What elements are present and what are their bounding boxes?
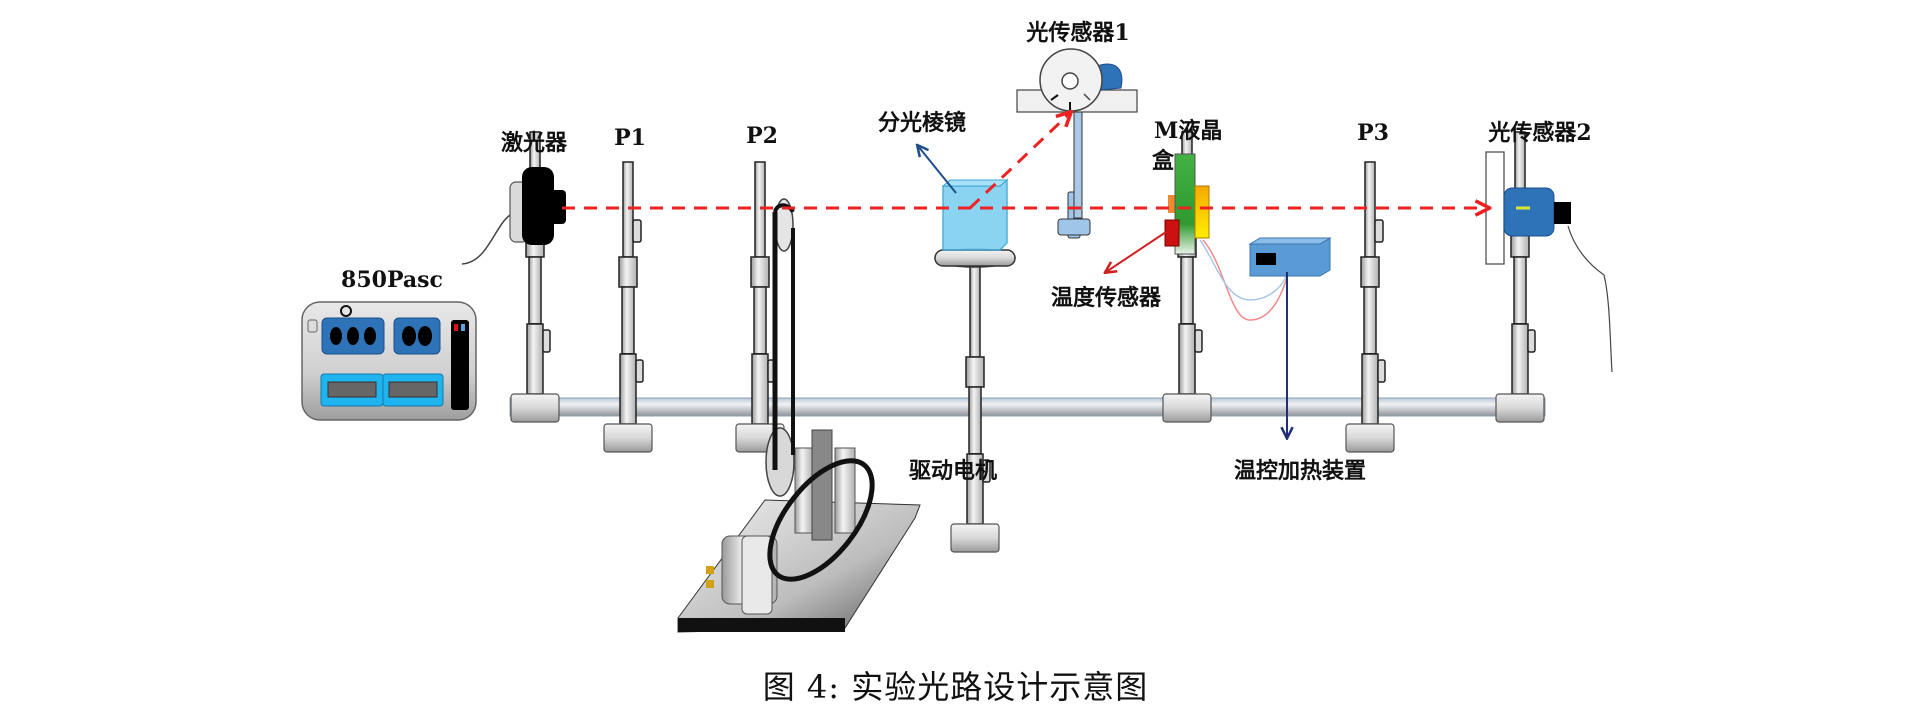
polarizer-p3 bbox=[1345, 161, 1395, 453]
beam-splitter-prism bbox=[934, 178, 1016, 553]
temp-sensor-label: 温度传感器 bbox=[1051, 285, 1162, 311]
drive-motor bbox=[677, 203, 921, 633]
prism-pointer-arrow bbox=[918, 146, 957, 194]
p3-label: P3 bbox=[1357, 120, 1389, 146]
lc-cell-label-line2: 盒 bbox=[1151, 148, 1175, 174]
polarizer-p1 bbox=[603, 161, 653, 453]
p1-label: P1 bbox=[614, 125, 646, 151]
controller-850pasco bbox=[301, 301, 477, 421]
liquid-crystal-cell bbox=[1162, 131, 1212, 423]
heater-label: 温控加热装置 bbox=[1234, 458, 1366, 484]
lc-cell-label-line1: M液晶 bbox=[1154, 118, 1222, 144]
light-sensor-2 bbox=[1485, 131, 1613, 423]
laser-cable bbox=[461, 211, 516, 265]
light-sensor-1 bbox=[1016, 48, 1138, 239]
motor-label: 驱动电机 bbox=[909, 458, 997, 484]
beam-splitter-label: 分光棱镜 bbox=[878, 110, 966, 136]
laser-label: 激光器 bbox=[501, 130, 568, 156]
laser-beam-path bbox=[562, 113, 1488, 208]
figure-caption: 图 4: 实验光路设计示意图 bbox=[762, 668, 1149, 706]
temp-sensor-pointer-arrow bbox=[1106, 231, 1167, 272]
laser-beam-reflected bbox=[968, 113, 1070, 210]
laser bbox=[509, 131, 566, 423]
p2-label: P2 bbox=[746, 123, 778, 149]
temperature-control-heater bbox=[1199, 237, 1332, 321]
optical-rail bbox=[509, 397, 1546, 417]
light-sensor-2-label: 光传感器2 bbox=[1487, 120, 1591, 146]
light-sensor-1-label: 光传感器1 bbox=[1025, 20, 1129, 46]
controller-label: 850Pasc bbox=[341, 267, 443, 293]
